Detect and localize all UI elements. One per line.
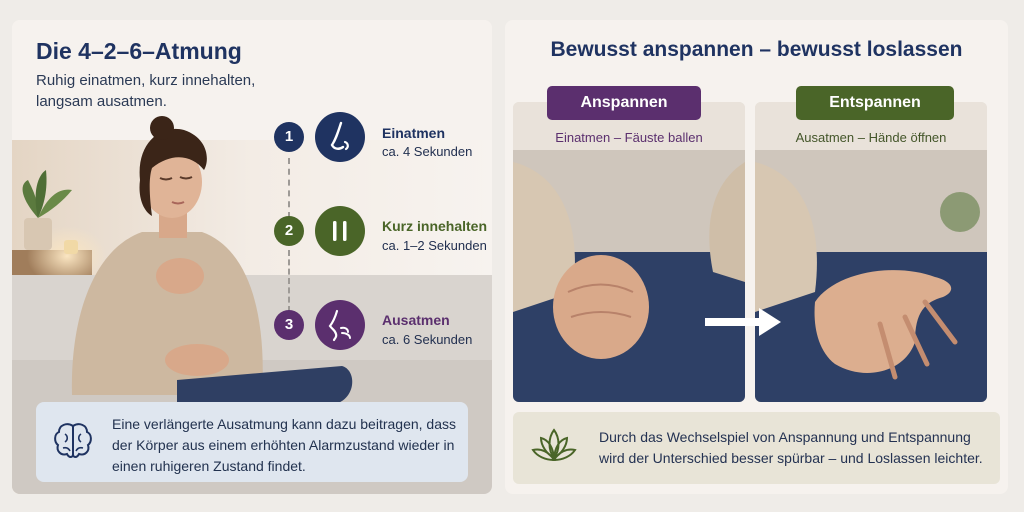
step-number-1: 1	[274, 122, 304, 152]
step-number-3: 3	[274, 310, 304, 340]
step-sub-1: ca. 4 Sekunden	[382, 144, 473, 159]
summary-box: Durch das Wechselspiel von Anspannung un…	[513, 412, 1000, 484]
nose-icon	[315, 112, 365, 162]
brain-icon	[50, 418, 96, 464]
open-hand-photo-card	[755, 102, 987, 402]
subtitle: Ruhig einatmen, kurz innehalten, langsam…	[36, 72, 256, 110]
info-text: Eine verlängerte Ausatmung kann dazu bei…	[112, 416, 457, 474]
step-sub-2: ca. 1–2 Sekunden	[382, 238, 487, 253]
label-entspannen: Entspannen	[796, 86, 954, 120]
section-title: Bewusst anspannen – bewusst loslassen	[550, 38, 963, 61]
exhale-icon	[315, 300, 365, 350]
step-title-2: Kurz innehalten	[382, 218, 488, 234]
breathing-panel: Die 4–2–6–Atmung Ruhig einatmen, kurz in…	[12, 20, 492, 494]
summary-text: Durch das Wechselspiel von Anspannung un…	[599, 429, 983, 466]
lotus-icon	[529, 424, 579, 470]
tension-panel: Bewusst anspannen – bewusst loslassen An…	[505, 20, 1008, 494]
step-number-2: 2	[274, 216, 304, 246]
step-title-3: Ausatmen	[382, 312, 450, 328]
caption-entspannen: Ausatmen – Hände öffnen	[795, 130, 947, 145]
step-connector	[288, 250, 290, 312]
page-title: Die 4–2–6–Atmung	[36, 38, 242, 64]
step-sub-3: ca. 6 Sekunden	[382, 332, 473, 347]
pause-icon	[315, 206, 365, 256]
step-title-1: Einatmen	[382, 125, 446, 141]
arrow-right-icon	[705, 308, 781, 336]
fist-photo-card	[513, 102, 745, 402]
step-connector	[288, 158, 290, 218]
info-box: Eine verlängerte Ausatmung kann dazu bei…	[36, 402, 468, 482]
caption-anspannen: Einatmen – Fäuste ballen	[555, 130, 703, 145]
label-anspannen: Anspannen	[547, 86, 701, 120]
